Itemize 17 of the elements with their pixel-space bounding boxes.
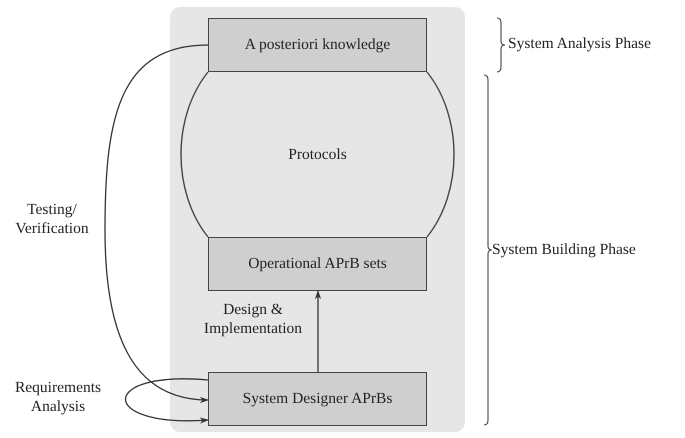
node-label: System Designer APrBs [242, 390, 392, 408]
edge-label: Testing/ Verification [14, 200, 90, 239]
panel-background [170, 7, 465, 432]
arrow [314, 290, 322, 372]
node-label: Protocols [288, 146, 347, 164]
process-box [208, 372, 427, 426]
node-label: Operational APrB sets [248, 255, 387, 273]
process-box [208, 18, 427, 72]
edge-label: Requirements Analysis [14, 378, 102, 417]
arrow [104, 44, 209, 403]
phase-label: System Building Phase [492, 240, 636, 260]
barrel-shape [181, 72, 454, 237]
arrow [125, 378, 209, 424]
phase-label: System Analysis Phase [508, 34, 651, 54]
node-label: A posteriori knowledge [244, 36, 390, 54]
process-box [208, 237, 427, 291]
edge-label: Design & Implementation [202, 300, 304, 339]
